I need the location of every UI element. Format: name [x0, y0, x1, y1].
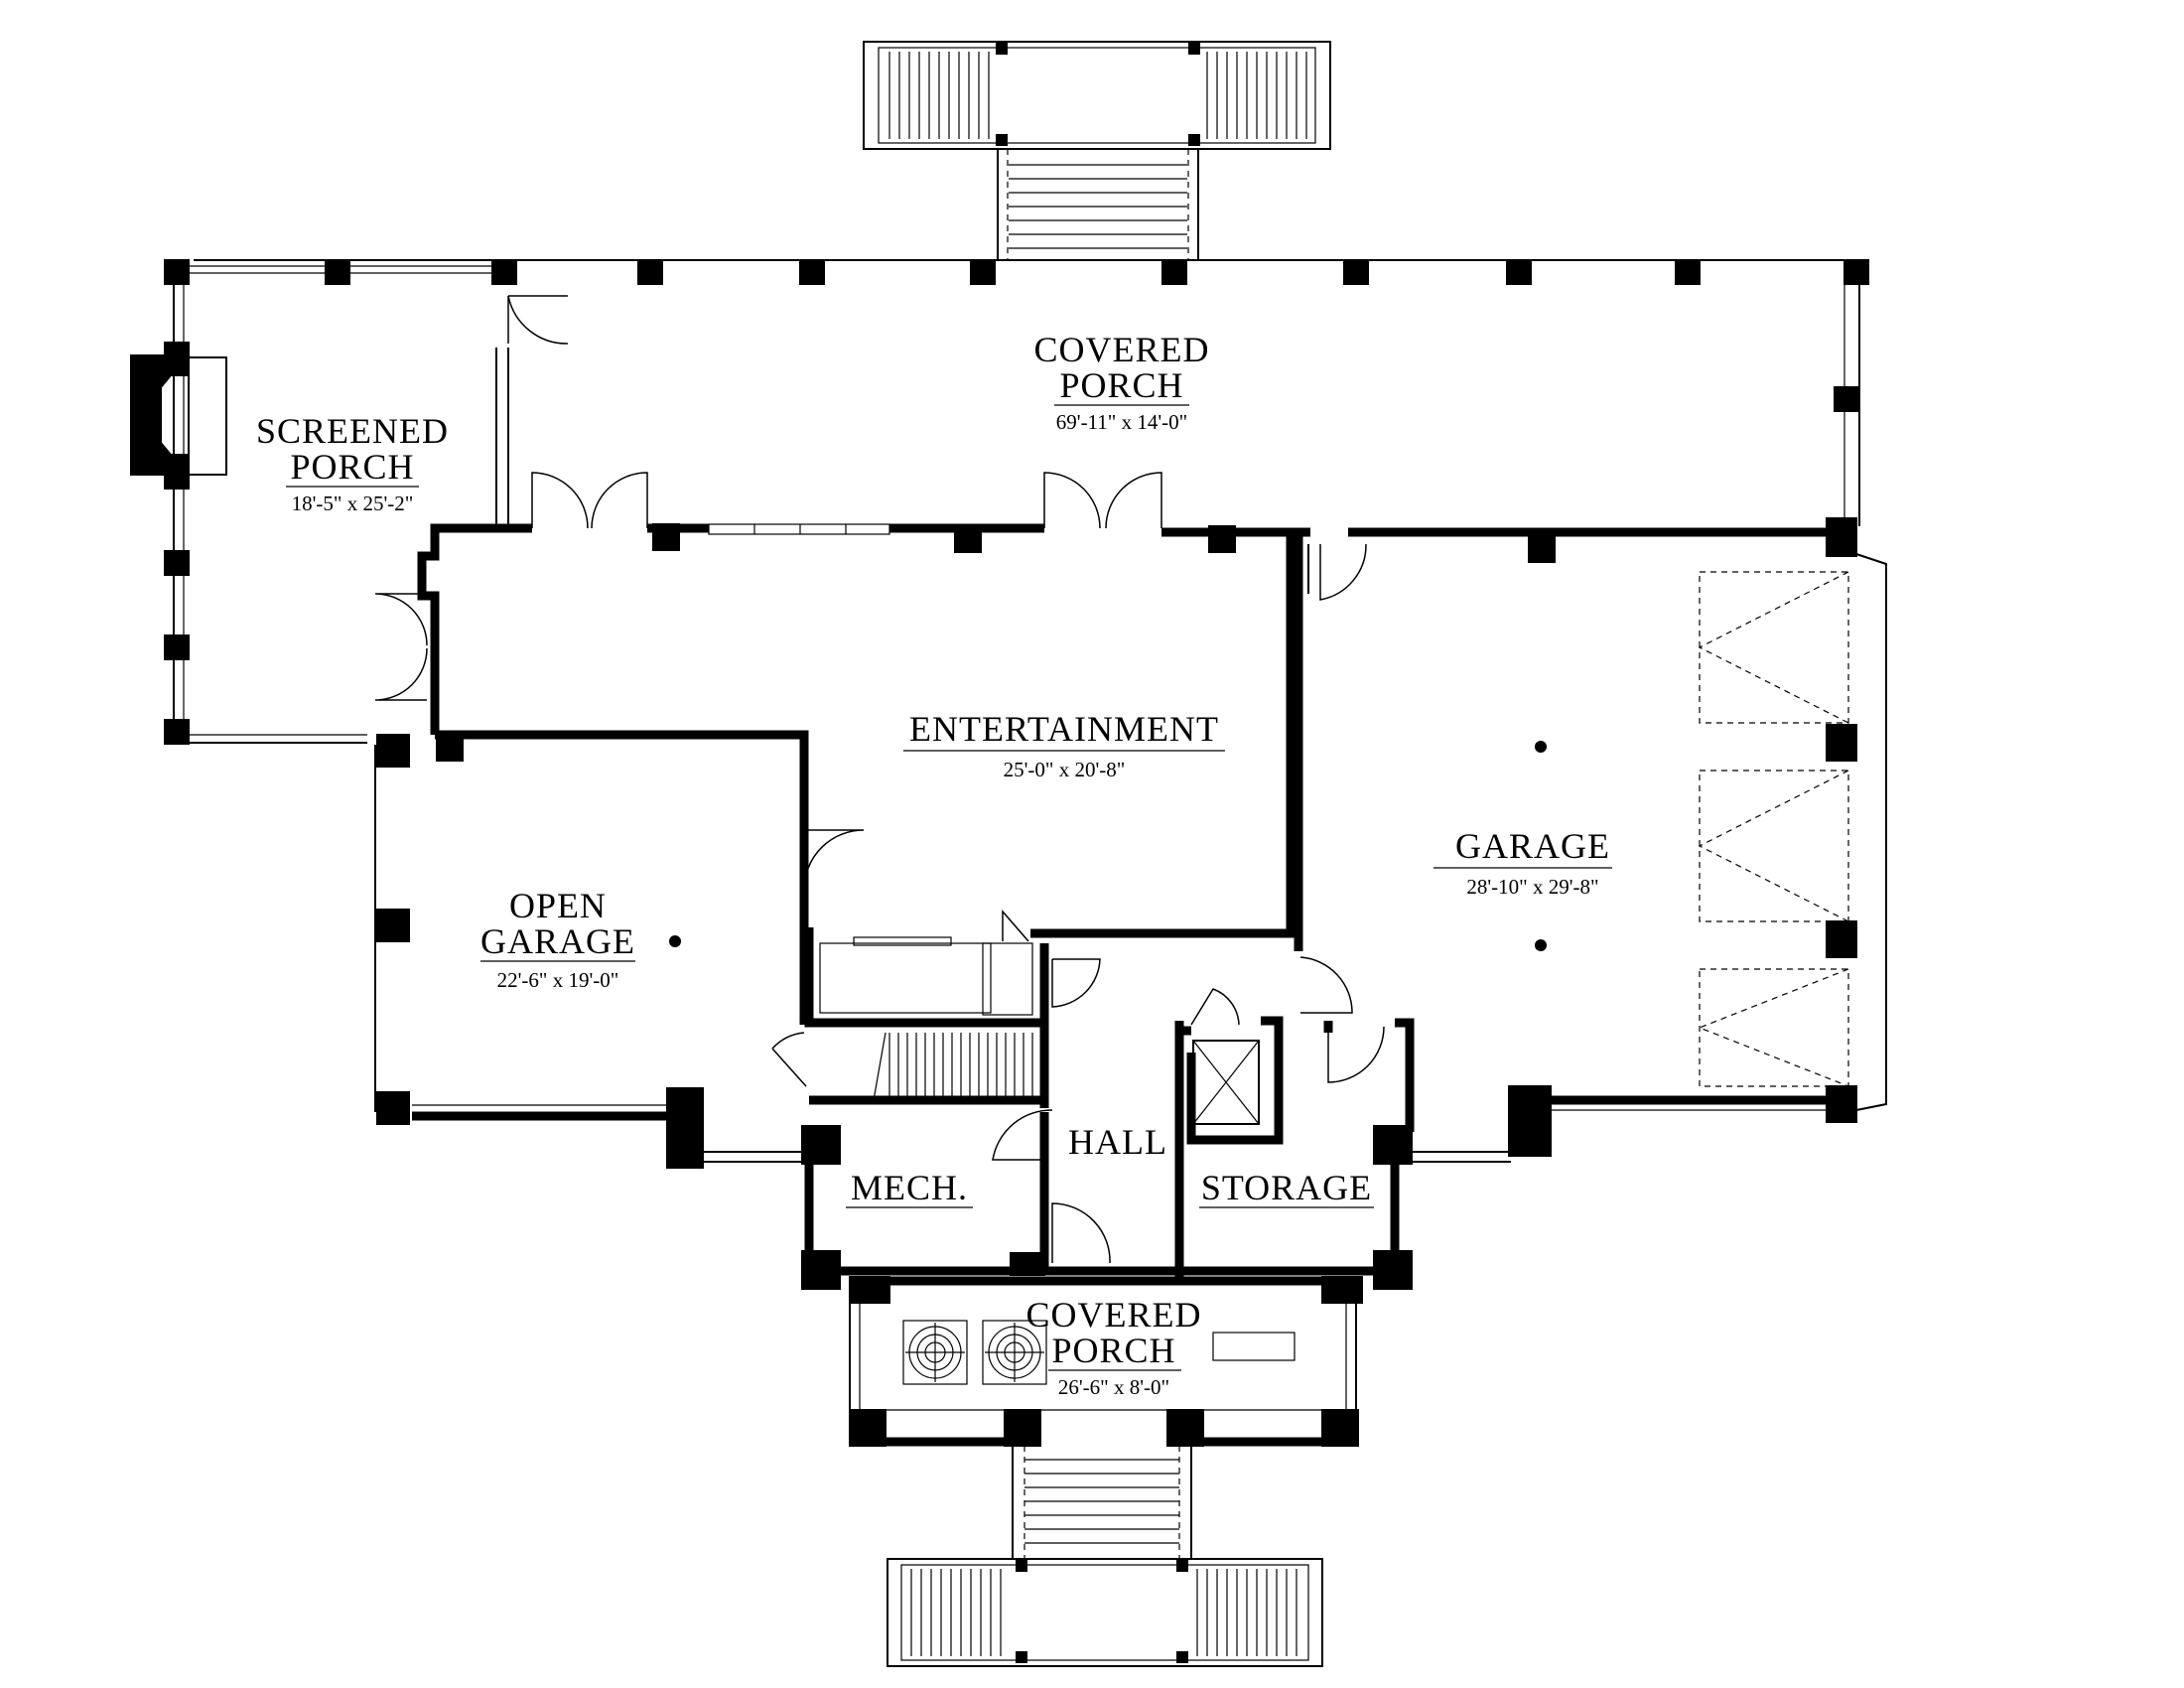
garage-entry-door[interactable] [1319, 543, 1367, 601]
porch-post [799, 259, 825, 285]
storage-under-stair [819, 936, 1033, 1016]
entertainment-name: ENTERTAINMENT [909, 709, 1219, 749]
covered-porch-bottom-name-2: PORCH [1051, 1331, 1175, 1370]
garage-name: GARAGE [1455, 826, 1610, 866]
entertainment-french-door-left[interactable] [531, 472, 648, 529]
top-entry-steps [997, 149, 1199, 260]
screened-porch-name-1: SCREENED [256, 411, 449, 451]
label-mech: MECH. [846, 1168, 973, 1208]
mech-name: MECH. [851, 1168, 968, 1207]
open-garage-name-2: GARAGE [480, 921, 635, 961]
porch-post [1843, 259, 1869, 285]
garage-dim: 28'-10" x 29'-8" [1466, 875, 1598, 899]
porch-post [1834, 386, 1859, 412]
label-garage: GARAGE 28'-10" x 29'-8" [1433, 826, 1612, 899]
label-storage: STORAGE [1199, 1168, 1374, 1208]
hall-name: HALL [1068, 1122, 1167, 1162]
entertainment-windows [708, 523, 890, 535]
covered-porch-top-name-2: PORCH [1059, 365, 1183, 405]
porch-post [1343, 259, 1369, 285]
core-walls [801, 927, 1511, 1290]
bottom-entry-steps [1012, 1446, 1192, 1559]
label-open-garage: OPEN GARAGE 22'-6" x 19'-0" [480, 886, 635, 992]
label-hall: HALL [1068, 1122, 1167, 1162]
porch-post [1675, 259, 1701, 285]
entertainment-dim: 25'-0" x 20'-8" [1004, 758, 1126, 781]
fireplace-icon [130, 354, 227, 476]
screened-porch-name-2: PORCH [290, 447, 414, 487]
label-covered-porch-top: COVERED PORCH 69'-11" x 14'-0" [1034, 330, 1210, 434]
label-screened-porch: SCREENED PORCH 18'-5" x 25'-2" [256, 411, 449, 515]
covered-porch-top-name-1: COVERED [1034, 330, 1210, 369]
garage-walls [1294, 517, 1887, 1157]
open-garage-walls [374, 734, 802, 1169]
porch-posts-top [637, 259, 1869, 551]
covered-porch-bottom-name-1: COVERED [1026, 1295, 1202, 1335]
ac-unit-icon-2 [982, 1320, 1047, 1385]
garage-column-dot-2 [1535, 939, 1547, 951]
porch-post [637, 259, 663, 285]
open-garage-column-dot [669, 935, 681, 947]
top-stair-landing [863, 41, 1331, 150]
covered-porch-bottom-dim: 26'-6" x 8'-0" [1058, 1375, 1169, 1399]
screened-porch-french-door[interactable] [374, 593, 428, 701]
entertainment-french-door-right[interactable] [1043, 472, 1162, 529]
garage-door-1[interactable] [1698, 571, 1849, 724]
covered-porch-bottom-outline [849, 1276, 1363, 1447]
entertainment-walls [417, 523, 1310, 1025]
garage-column-dot-1 [1535, 741, 1547, 753]
open-garage-dim: 22'-6" x 19'-0" [497, 968, 619, 992]
open-garage-name-1: OPEN [509, 886, 607, 925]
ac-unit-icon-1 [902, 1320, 968, 1385]
screened-porch-outline [164, 259, 517, 745]
screened-porch-dim: 18'-5" x 25'-2" [292, 492, 414, 515]
garage-door-3[interactable] [1698, 968, 1849, 1087]
screened-porch-door[interactable] [507, 295, 569, 345]
porch-post [1506, 259, 1532, 285]
covered-porch-top-dim: 69'-11" x 14'-0" [1056, 410, 1187, 434]
porch-post [1161, 259, 1187, 285]
elevator-icon [1192, 1040, 1260, 1125]
garage-door-2[interactable] [1698, 770, 1849, 922]
hall-doors[interactable] [771, 829, 1385, 1264]
porch-post [970, 259, 996, 285]
label-covered-porch-bottom: COVERED PORCH 26'-6" x 8'-0" [1026, 1295, 1202, 1399]
storage-name: STORAGE [1201, 1168, 1372, 1207]
label-entertainment: ENTERTAINMENT 25'-0" x 20'-8" [903, 709, 1225, 781]
bottom-stair-landing [887, 1558, 1323, 1667]
interior-stair [873, 1032, 1033, 1101]
covered-porch-top-outline [194, 259, 1860, 526]
